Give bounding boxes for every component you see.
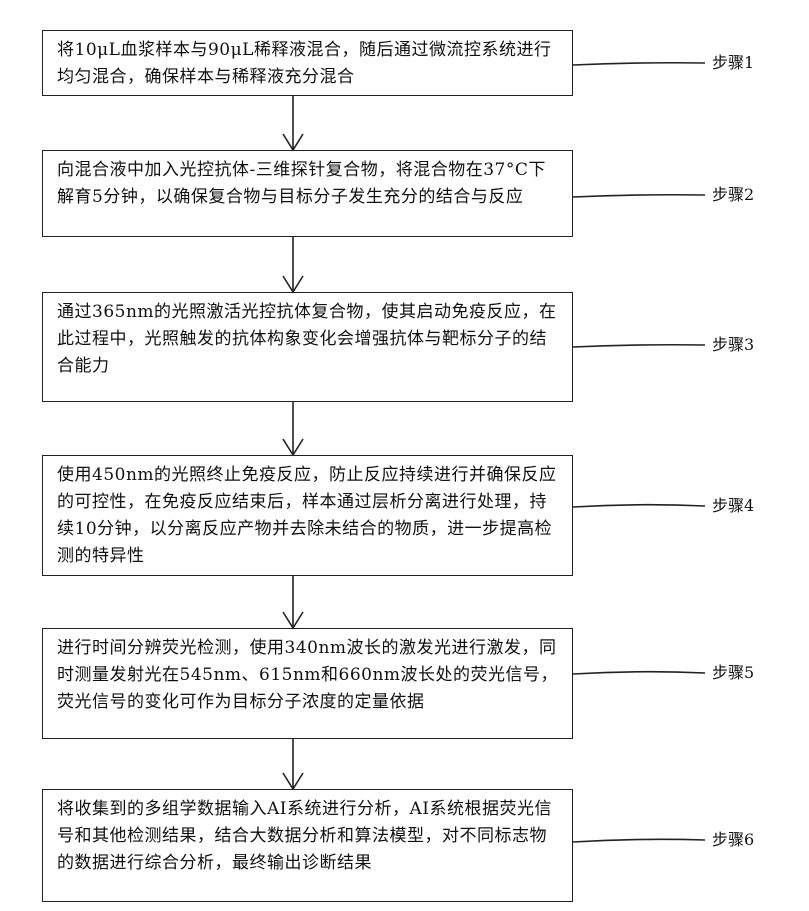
step-3-label: 步骤3	[712, 335, 754, 355]
step-1-box: 将10μL血浆样本与90μL稀释液混合，随后通过微流控系统进行均匀混合，确保样本…	[42, 30, 573, 96]
step-1-label: 步骤1	[712, 53, 754, 73]
step-4-box: 使用450nm的光照终止免疫反应，防止反应持续进行并确保反应的可控性，在免疫反应…	[42, 455, 573, 576]
leader-step-3	[573, 345, 705, 347]
leader-step-2	[573, 195, 705, 197]
leader-step-5	[573, 672, 705, 674]
step-1-text: 将10μL血浆样本与90μL稀释液混合，随后通过微流控系统进行均匀混合，确保样本…	[57, 40, 551, 87]
step-4-label: 步骤4	[712, 496, 754, 516]
step-2-label: 步骤2	[712, 185, 754, 205]
step-2-box: 向混合液中加入光控抗体-三维探针复合物，将混合物在37°C下解育5分钟，以确保复…	[42, 150, 573, 237]
leader-step-1	[573, 63, 705, 65]
leader-step-4	[573, 505, 705, 507]
leader-step-6	[573, 839, 705, 842]
step-3-text: 通过365nm的光照激活光控抗体复合物，使其启动免疫反应，在此过程中，光照触发的…	[57, 302, 557, 376]
step-6-label: 步骤6	[712, 830, 754, 850]
step-5-label: 步骤5	[712, 663, 754, 683]
step-6-text: 将收集到的多组学数据输入AI系统进行分析，AI系统根据荧光信号和其他检测结果，结…	[57, 799, 552, 873]
step-5-text: 进行时间分辨荧光检测，使用340nm波长的激发光进行激发，同时测量发射光在545…	[57, 638, 558, 712]
step-6-box: 将收集到的多组学数据输入AI系统进行分析，AI系统根据荧光信号和其他检测结果，结…	[42, 789, 573, 902]
step-5-box: 进行时间分辨荧光检测，使用340nm波长的激发光进行激发，同时测量发射光在545…	[42, 628, 573, 739]
step-2-text: 向混合液中加入光控抗体-三维探针复合物，将混合物在37°C下解育5分钟，以确保复…	[57, 160, 546, 207]
step-3-box: 通过365nm的光照激活光控抗体复合物，使其启动免疫反应，在此过程中，光照触发的…	[42, 292, 573, 402]
step-4-text: 使用450nm的光照终止免疫反应，防止反应持续进行并确保反应的可控性，在免疫反应…	[57, 465, 557, 566]
